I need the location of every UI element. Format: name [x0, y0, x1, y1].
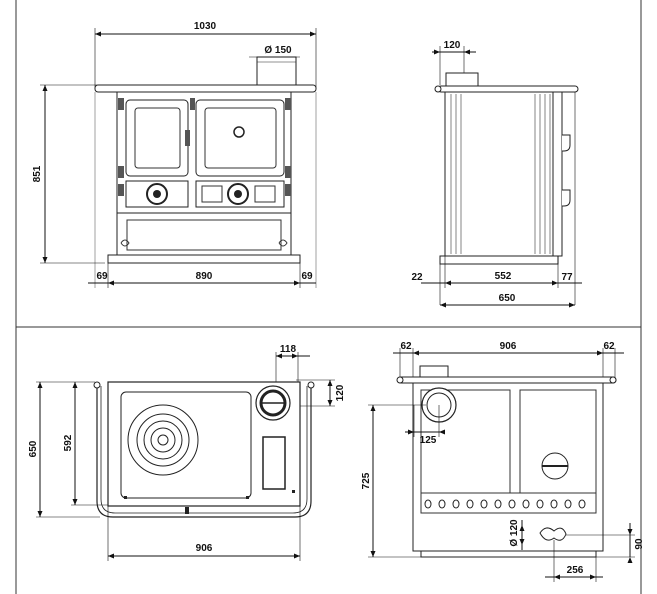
side-back-offset: 22: [411, 272, 423, 283]
rear-width-inner: 906: [500, 341, 517, 352]
rear-side-right: 62: [603, 341, 615, 352]
side-depth-total: 650: [499, 293, 516, 304]
side-front-offset: 77: [561, 272, 573, 283]
front-view: 1030 Ø 150 851: [32, 21, 317, 288]
side-flue-offset: 120: [444, 40, 461, 51]
side-body-depth: 552: [495, 271, 512, 282]
front-flue-diameter: Ø 150: [264, 45, 292, 56]
front-width-inner: 890: [196, 271, 213, 282]
top-flue-depth: 120: [335, 384, 346, 401]
front-side-right: 69: [301, 271, 313, 282]
top-view: 118 120 650 592: [28, 344, 346, 561]
top-depth-inner: 592: [63, 434, 74, 451]
rear-side-left: 62: [400, 341, 412, 352]
side-view: 120 22 552 77: [411, 40, 582, 308]
rear-flue-height: 725: [361, 472, 372, 489]
rear-air-inlet-height: 90: [634, 538, 645, 550]
rear-view: 62 906 62: [361, 341, 645, 582]
rear-air-inlet-offset: 256: [567, 565, 584, 576]
front-width-total: 1030: [194, 21, 217, 32]
top-width-inner: 906: [196, 543, 213, 554]
rear-air-inlet-diameter: Ø 120: [509, 519, 520, 547]
top-flue-offset: 118: [280, 344, 297, 355]
front-side-left: 69: [96, 271, 108, 282]
rear-flue-width: 125: [420, 435, 437, 446]
top-depth-total: 650: [28, 440, 39, 457]
front-height-total: 851: [32, 165, 43, 182]
